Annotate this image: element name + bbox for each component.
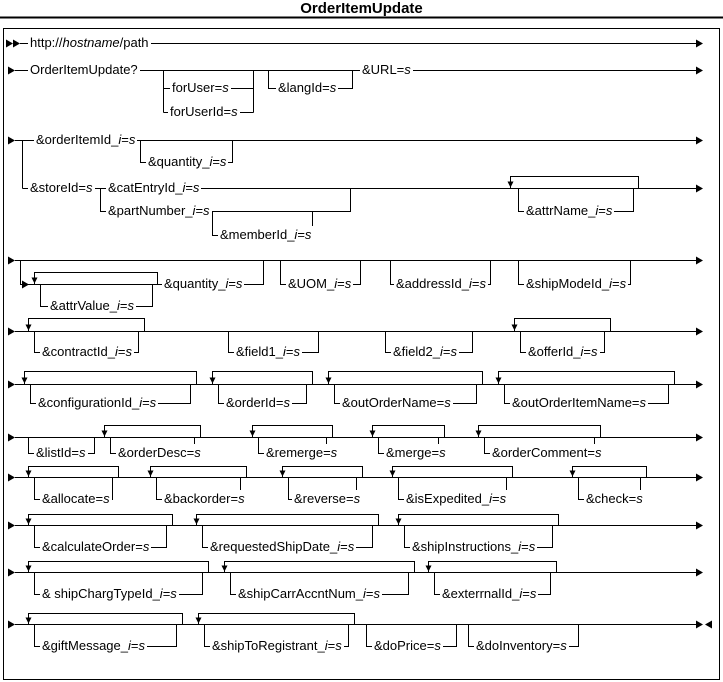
param-label-giftMessage: &giftMessage_i=s [40,637,147,655]
param-label-requestedShipDate: &requestedShipDate_i=s [208,538,357,556]
row-8-arrow-icons [8,430,703,442]
param-label-storeId: &storeId=s [28,179,95,197]
param-label-doInventory: &doInventory=s [474,637,569,655]
param-label-quantity-a: &quantity_i=s [146,153,229,171]
param-label-contractId: &contractId_i=s [40,343,134,361]
param-label-outOrderName: &outOrderName=s [340,394,453,412]
param-label-exterrnalId: &exterrnalId_i=s [440,585,539,603]
row-7-arrow-icons [8,377,703,389]
param-label-URL: &URL=s [360,61,413,79]
param-label-shipChargTypeId: & shipChargTypeId_i=s [40,585,179,603]
param-label-listId: &listId=s [34,444,88,462]
page-title: OrderItemUpdate [300,0,423,17]
param-label-orderComment: &orderComment=s [490,444,604,462]
param-label-merge: &merge=s [384,444,448,462]
param-label-doPrice: &doPrice=s [372,637,443,655]
param-label-allocate: &allocate=s [40,490,112,508]
row-10-arrow-icons [8,518,703,530]
param-label-langId: &langId=s [276,79,339,97]
param-label-shipModeId: &shipModeId_i=s [524,275,629,293]
param-label-outOrderItemName: &outOrderItemName=s [510,394,649,412]
param-label-attrName: &attrName_i=s [524,202,615,220]
param-label-memberId: &memberId_i=s [218,226,314,244]
param-label-offerId: &offerId_i=s [526,343,600,361]
param-label-command: OrderItemUpdate? [28,61,140,79]
param-label-forUserId: forUserId=s [168,103,240,121]
param-label-quantity-b: &quantity_i=s [162,275,245,293]
param-label-forUser: forUser=s [170,79,231,97]
param-label-backorder: &backorder=s [162,490,247,508]
param-label-orderItemId: &orderItemId_i=s [34,131,138,149]
param-label-attrValue: &attrValue_i=s [48,297,136,315]
param-label-reverse: &reverse=s [292,490,363,508]
param-label-configurationId: &configurationId_i=s [36,394,159,412]
param-label-UOM: &UOM_i=s [286,275,354,293]
param-label-catEntryId: &catEntryId_i=s [106,179,202,197]
diagram-border [3,28,720,680]
row-6-arrow-icons [8,324,703,336]
param-label-http-path: http://hostname/path [28,34,151,52]
param-label-partNumber: &partNumber_i=s [106,202,212,220]
param-label-shipInstructions: &shipInstructions_i=s [410,538,538,556]
param-label-shipCarrAccntNum: &shipCarrAccntNum_i=s [236,585,382,603]
param-label-orderId: &orderId=s [224,394,292,412]
param-label-check: &check=s [584,490,645,508]
row-11-arrow-icons [8,565,703,577]
param-label-isExpedited: &isExpedited_i=s [404,490,509,508]
param-label-addressId: &addressId_i=s [394,275,488,293]
param-label-shipToRegistrant: &shipToRegistrant_i=s [210,637,344,655]
param-label-calculateOrder: &calculateOrder=s [40,538,152,556]
param-label-remerge: &remerge=s [264,444,340,462]
param-label-orderDesc: &orderDesc=s [116,444,203,462]
param-label-field2: &field2_i=s [391,343,459,361]
param-label-field1: &field1_i=s [234,343,302,361]
row-12-arrow-icons [8,617,712,629]
row-4-arrow-icons [507,181,703,193]
